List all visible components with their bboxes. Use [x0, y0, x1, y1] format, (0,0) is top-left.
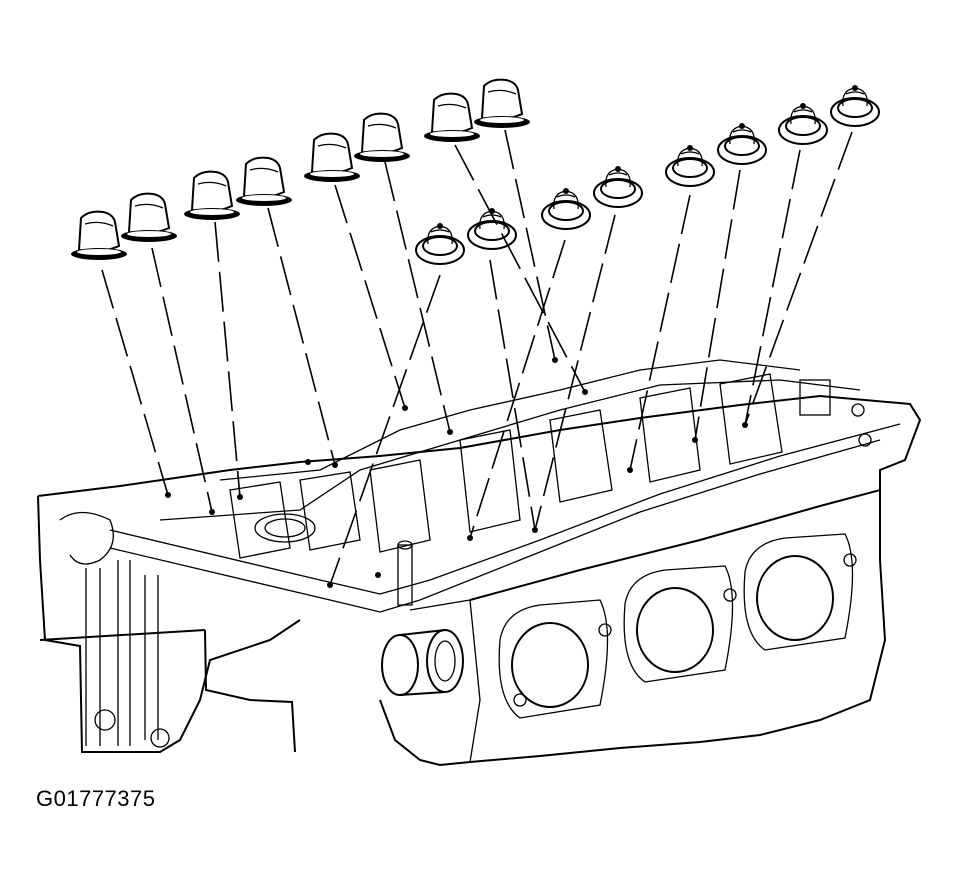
valve-seal	[474, 78, 530, 128]
valve-seal	[665, 145, 715, 187]
valve-seal	[184, 170, 240, 220]
leader-lines	[101, 129, 853, 586]
valve-seal	[467, 208, 517, 250]
valve-seal	[778, 103, 828, 145]
valve-seal	[424, 92, 480, 142]
coolant-outlet	[381, 629, 464, 696]
valve-stem-seals-cup	[71, 78, 530, 260]
deck-bolts	[254, 379, 872, 606]
valve-seal	[236, 156, 292, 206]
valve-seal	[121, 192, 177, 242]
valve-stem-seals-spring	[415, 85, 880, 265]
valve-seal	[541, 188, 591, 230]
valve-seal	[593, 166, 643, 208]
valve-seal	[71, 210, 127, 260]
bearing-towers	[229, 373, 783, 559]
exhaust-ports	[409, 488, 881, 763]
valve-seal	[717, 123, 767, 165]
cylinder-head	[37, 357, 922, 767]
valve-seal	[354, 112, 410, 162]
valve-guides	[165, 357, 748, 588]
valve-seal	[415, 223, 465, 265]
valve-seal	[830, 85, 880, 127]
figure-code: G01777375	[36, 786, 156, 811]
valve-seal	[304, 132, 360, 182]
